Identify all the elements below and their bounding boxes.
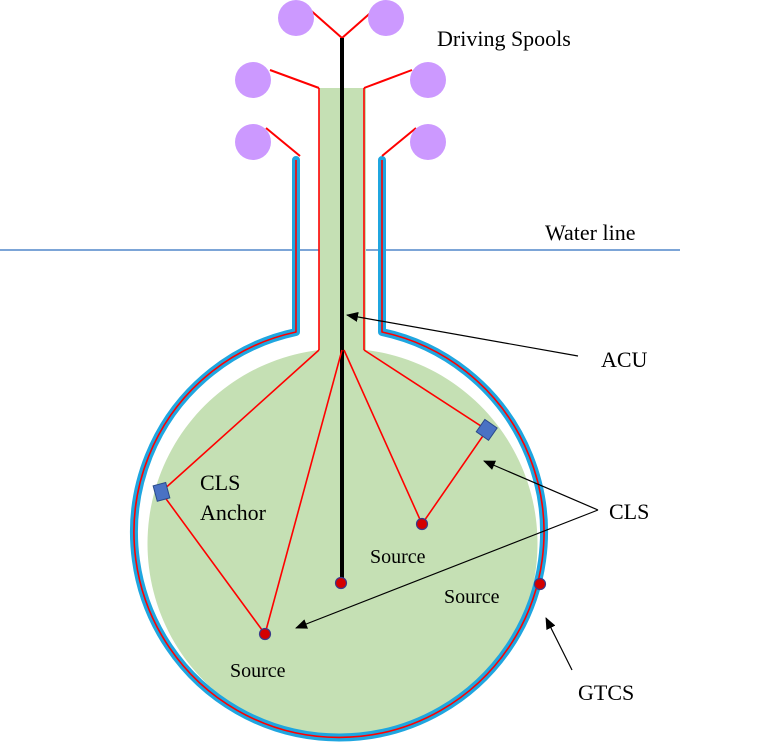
acu-arrow: [346, 311, 579, 357]
spool-line-top-left: [307, 7, 343, 39]
spool-line-low-right: [381, 127, 417, 157]
gtcs-label: GTCS: [578, 680, 634, 705]
cls-anchor-label-line2: Anchor: [200, 500, 267, 525]
water-line-label: Water line: [545, 220, 635, 245]
spool-line-mid-left: [269, 69, 320, 89]
spool-top-left: [278, 0, 314, 36]
cls-anchor-right: [475, 418, 498, 442]
gtcs-source-dot: [533, 577, 547, 591]
spool-low-right: [410, 124, 446, 160]
source-label-left: Source: [230, 660, 286, 682]
cls-arrow-upper: [483, 460, 599, 511]
source-dot-left: [258, 627, 272, 641]
source-label-right: Source: [444, 586, 500, 608]
spool-line-low-left: [265, 127, 301, 157]
acu-source-dot: [334, 576, 348, 590]
cls-anchor-left: [152, 481, 171, 502]
gtcs-cable: [133, 160, 545, 739]
cls-cable-right: [343, 349, 489, 526]
spool-mid-right: [410, 62, 446, 98]
acu-label: ACU: [601, 347, 648, 372]
cls-arrow-lower: [295, 509, 599, 629]
cls-label: CLS: [609, 499, 649, 524]
cls-cable-center: [264, 349, 343, 635]
spool-line-mid-right: [363, 69, 413, 89]
spool-top-right: [368, 0, 404, 36]
spool-low-left: [235, 124, 271, 160]
driving-spools-label: Driving Spools: [437, 26, 571, 51]
source-dot-middle: [415, 517, 429, 531]
gtcs-arrow: [545, 617, 573, 671]
source-label-middle: Source: [370, 546, 426, 568]
cls-anchor-label-line1: CLS: [200, 470, 240, 495]
spool-mid-left: [235, 62, 271, 98]
